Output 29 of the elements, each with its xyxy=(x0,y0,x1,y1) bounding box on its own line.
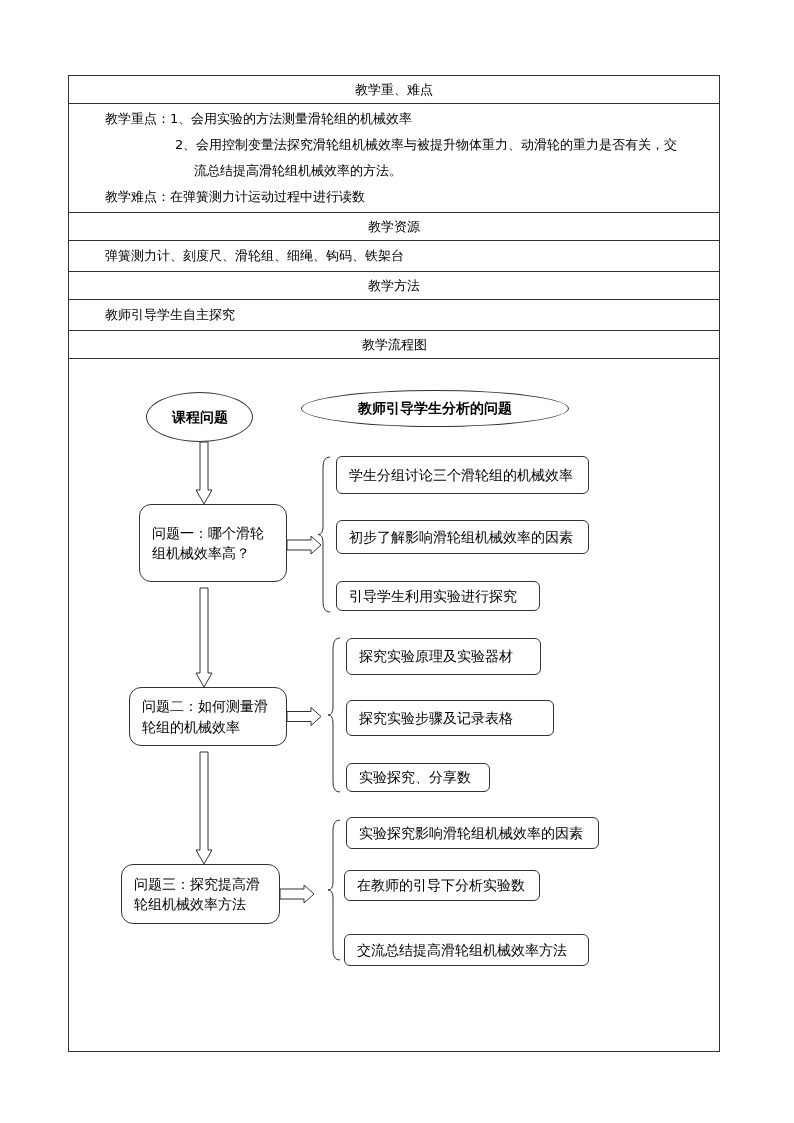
table-text: 2、会用控制变量法探究滑轮组机械效率与被提升物体重力、动滑轮的重力是否有关，交流总结提高滑轮组机械效率的方法。 xyxy=(174,136,679,180)
block-arrow xyxy=(279,884,315,904)
process-box: 问题二：如何测量滑轮组的机械效率 xyxy=(129,687,287,746)
table-text: 教学难点：在弹簧测力计运动过程中进行读数 xyxy=(104,188,366,206)
table-header-cell: 教学重、难点 xyxy=(69,76,719,104)
process-box: 在教师的引导下分析实验数 xyxy=(344,870,540,901)
process-box: 问题三：探究提高滑轮组机械效率方法 xyxy=(121,864,280,924)
process-box: 问题一：哪个滑轮组机械效率高？ xyxy=(139,504,287,582)
process-box: 初步了解影响滑轮组机械效率的因素 xyxy=(336,520,589,554)
process-box: 引导学生利用实验进行探究 xyxy=(336,581,540,611)
table-text: 教学重点：1、会用实验的方法测量滑轮组的机械效率 xyxy=(104,110,414,128)
process-box: 探究实验原理及实验器材 xyxy=(346,638,541,675)
process-box: 实验探究、分享数 xyxy=(346,763,490,792)
process-box: 学生分组讨论三个滑轮组的机械效率 xyxy=(336,456,589,494)
process-box: 实验探究影响滑轮组机械效率的因素 xyxy=(346,817,599,849)
table-header-cell: 教学流程图 xyxy=(69,331,719,359)
block-arrow xyxy=(195,587,213,688)
block-arrow xyxy=(286,535,322,555)
table-header-cell: 教学资源 xyxy=(69,213,719,241)
block-arrow xyxy=(286,707,322,726)
ellipse-node: 课程问题 xyxy=(146,392,253,442)
process-box: 探究实验步骤及记录表格 xyxy=(346,700,554,736)
table-text: 弹簧测力计、刻度尺、滑轮组、细绳、钩码、铁架台 xyxy=(104,247,405,265)
ellipse-node: 教师引导学生分析的问题 xyxy=(301,390,569,427)
table-header-cell: 教学方法 xyxy=(69,272,719,300)
block-arrow xyxy=(195,751,213,865)
block-arrow xyxy=(195,441,213,505)
process-box: 交流总结提高滑轮组机械效率方法 xyxy=(344,934,589,966)
table-text: 教师引导学生自主探究 xyxy=(104,306,236,324)
